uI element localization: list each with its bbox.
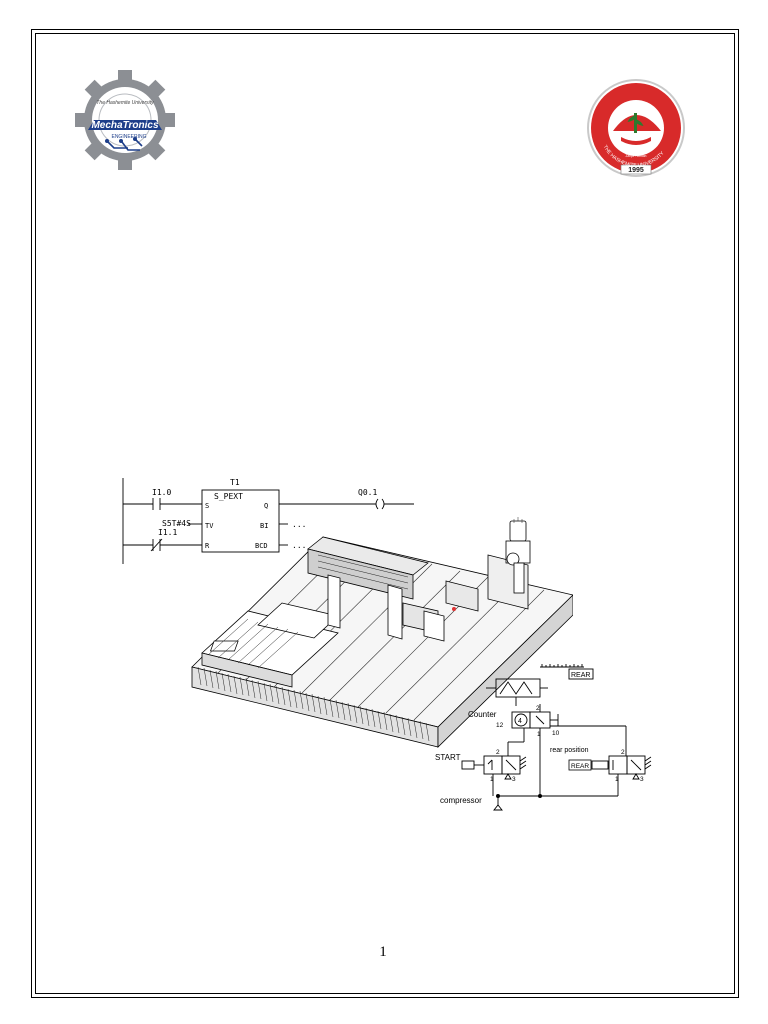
timer-type-label: S_PEXT <box>214 492 243 501</box>
ladder-timer-diagram: T1 S_PEXT I1.0 Q0.1 S5T#4S I1.1 S Q TV B… <box>118 472 418 564</box>
counter-port-12: 12 <box>496 722 504 729</box>
output-label: Q0.1 <box>358 488 377 497</box>
pin-bcd-dots: ... <box>292 541 306 550</box>
compressor-label: compressor <box>440 796 482 805</box>
logo-mechatronics-name: MechaTronics <box>91 120 158 131</box>
rear-valve-label: REAR <box>571 763 589 770</box>
input-reset-label: I1.1 <box>158 528 177 537</box>
logo-ring-text: The Hashemite University <box>96 100 154 106</box>
rear-port-3: 3 <box>640 776 644 783</box>
logo-engineering-text: ENGINEERING <box>111 134 146 140</box>
pin-r-label: R <box>205 542 210 550</box>
mechatronics-station-drawing <box>188 515 574 765</box>
counter-label: Counter <box>468 710 497 719</box>
pin-s-label: S <box>205 502 209 510</box>
start-label: START <box>435 753 461 762</box>
rear-port-1: 1 <box>615 776 619 783</box>
page-border-outer <box>31 29 739 998</box>
pneumatic-schematic: REAR Counter 4 START rear position REAR … <box>432 660 677 820</box>
seal-year: 1995 <box>628 167 644 174</box>
seal-location-text: Zarqa - Jordan <box>626 154 647 158</box>
timer-name-label: T1 <box>230 478 240 487</box>
counter-value: 4 <box>518 718 522 725</box>
pin-q-label: Q <box>264 502 268 510</box>
page-number: 1 <box>379 944 387 960</box>
counter-port-1: 1 <box>537 731 541 738</box>
rear-position-label: rear position <box>550 747 589 754</box>
rear-port-2: 2 <box>621 749 625 756</box>
mechatronics-logo: MechaTronics ENGINEERING The Hashemite U… <box>66 70 184 170</box>
pin-tv-label: TV <box>205 522 214 530</box>
time-value-label: S5T#4S <box>162 519 191 528</box>
page-border-inner <box>35 33 735 994</box>
rear-indicator-label: REAR <box>571 672 590 679</box>
pin-bcd-label: BCD <box>255 542 268 550</box>
start-port-2: 2 <box>496 749 500 756</box>
start-port-3: 3 <box>512 776 516 783</box>
counter-port-2: 2 <box>536 705 540 712</box>
counter-port-10: 10 <box>552 730 560 737</box>
university-seal-logo: Zarqa - Jordan 1995 THE HASHEMITE UNIVER… <box>583 79 693 179</box>
start-port-1: 1 <box>490 776 494 783</box>
pin-bi-dots: ... <box>292 520 306 529</box>
input-start-label: I1.0 <box>152 488 171 497</box>
pin-bi-label: BI <box>260 522 268 530</box>
